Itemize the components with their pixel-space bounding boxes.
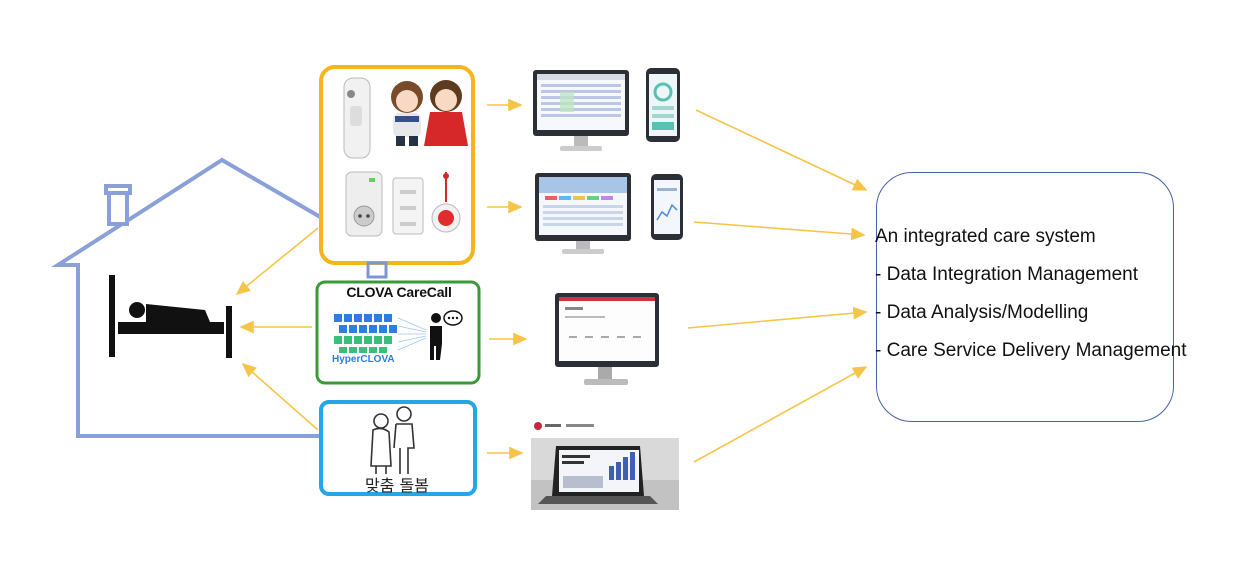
senior-care-system-image [531,414,679,510]
speaking-person-icon [430,310,463,360]
speaker-device-icon [343,77,371,159]
custom-care-box [319,400,477,496]
hyperclova-label: HyperCLOVA [332,354,395,365]
arrows [235,98,868,463]
integrated-system-text: An integrated care system - Data Integra… [875,218,1215,370]
integrated-system-title: An integrated care system [875,226,1096,247]
dashboard-monitor-2 [535,173,631,254]
integrated-system-box [876,172,1174,422]
caregiver-elderly-icon [370,406,415,474]
bed-person-icon [109,275,232,358]
smart-plug-icon [345,171,383,237]
neural-network-icon [334,314,427,353]
system-item-care-service-delivery: - Care Service Delivery Management [875,340,1187,361]
system-item-data-integration: - Data Integration Management [875,264,1138,285]
carecall-monitor [555,293,659,385]
dashboard-monitor-1 [533,70,629,151]
emergency-button-icon [431,172,461,233]
custom-care-label: 맞춤 돌봄 [365,476,429,495]
mobile-phone-1 [646,68,680,142]
house-outline [51,157,324,438]
system-item-data-analysis: - Data Analysis/Modelling [875,302,1089,323]
wall-switch-icon [392,177,424,235]
companion-doll-icon [391,80,468,146]
mobile-phone-2 [651,174,683,240]
carecall-title: CLOVA CareCall [346,284,452,300]
connector [366,261,388,279]
